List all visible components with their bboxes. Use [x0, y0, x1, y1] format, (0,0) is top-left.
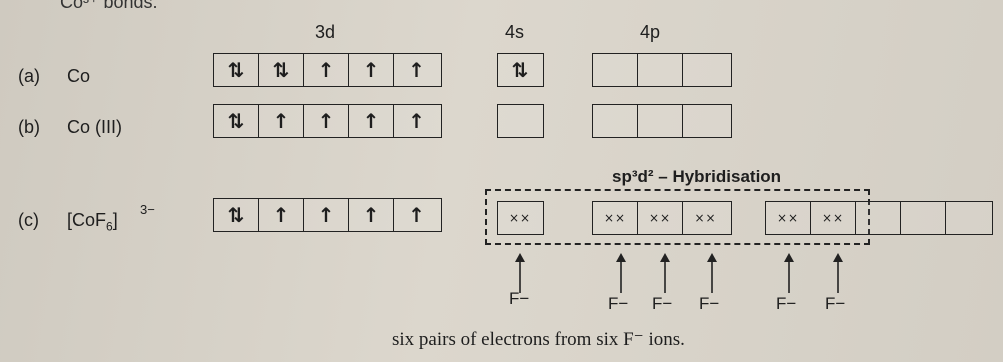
- orbital-box: ⇅: [214, 199, 259, 231]
- top-text-fragment: Co³⁺ bonds.: [60, 0, 158, 12]
- row-b-letter: (b): [18, 117, 40, 137]
- ligand-arrow-6: [833, 253, 843, 293]
- orbital-box: ⇅: [511, 58, 529, 82]
- row-a-letter: (a): [18, 66, 40, 86]
- ligand-label-2: F−: [608, 294, 629, 313]
- orbital-box: ⇅: [259, 54, 304, 86]
- hybrid-orbital-boundary: [485, 189, 870, 245]
- orbital-box: [638, 105, 683, 137]
- row-b-species: Co (III): [67, 117, 123, 137]
- orbital-box: ↑: [408, 109, 425, 133]
- orbital-box: ↑: [349, 199, 394, 231]
- row-a-3d-orbitals: ⇅ ⇅ ↑ ↑ ↑: [213, 53, 442, 87]
- orbital-box: [498, 105, 542, 137]
- ligand-label-5: F−: [776, 294, 797, 313]
- orbital-box: ↑: [304, 199, 349, 231]
- ligand-arrow-5: [784, 253, 794, 293]
- orbital-box: [946, 202, 991, 234]
- orbital-box: ××: [508, 211, 532, 225]
- header-4s: 4s: [505, 22, 525, 42]
- header-4p: 4p: [640, 22, 661, 42]
- row-a-4p-orbitals: [592, 53, 732, 87]
- row-c-3d-orbitals: ⇅ ↑ ↑ ↑ ↑: [213, 198, 442, 232]
- orbital-box: ↑: [259, 105, 304, 137]
- ligand-label-1: F−: [509, 289, 530, 308]
- header-3d: 3d: [315, 22, 336, 42]
- orbital-box: ××: [766, 202, 811, 234]
- ligand-arrow-4: [707, 253, 717, 293]
- orbital-box: [638, 54, 683, 86]
- orbital-box: ⇅: [214, 54, 259, 86]
- row-b-3d-orbitals: ⇅ ↑ ↑ ↑ ↑: [213, 104, 442, 138]
- complex-charge: 3−: [140, 202, 155, 217]
- orbital-box: [856, 202, 901, 234]
- orbital-box: ××: [593, 202, 638, 234]
- orbital-box: ××: [638, 202, 683, 234]
- row-c-species: [CoF6]: [67, 210, 118, 234]
- ligand-arrow-3: [660, 253, 670, 293]
- ligand-label-6: F−: [825, 294, 846, 313]
- ligand-arrow-2: [616, 253, 626, 293]
- row-c-letter: (c): [18, 210, 39, 230]
- orbital-box: ↑: [408, 58, 425, 82]
- orbital-box: [683, 54, 728, 86]
- orbital-box: ↑: [349, 105, 394, 137]
- ligand-label-3: F−: [652, 294, 673, 313]
- row-c-4s-orbital: ××: [497, 201, 544, 235]
- orbital-box: ××: [694, 211, 717, 225]
- row-c-4d-orbitals: ×× ××: [765, 201, 993, 235]
- row-b-4s-orbital: [497, 104, 544, 138]
- orbital-box: [683, 105, 728, 137]
- figure-caption: six pairs of electrons from six F⁻ ions.: [392, 329, 685, 350]
- ligand-label-4: F−: [699, 294, 720, 313]
- row-c-4p-orbitals: ×× ×× ××: [592, 201, 732, 235]
- orbital-box: [593, 54, 638, 86]
- row-b-4p-orbitals: [592, 104, 732, 138]
- orbital-box: [901, 202, 946, 234]
- orbital-box: ↑: [259, 199, 304, 231]
- orbital-box: ↑: [304, 54, 349, 86]
- orbital-box: ××: [811, 202, 856, 234]
- ligand-arrow-1: [515, 253, 525, 293]
- orbital-box: ↑: [408, 203, 425, 227]
- orbital-box: ⇅: [214, 105, 259, 137]
- orbital-box: [593, 105, 638, 137]
- orbital-box: ↑: [304, 105, 349, 137]
- row-a-species: Co: [67, 66, 91, 86]
- orbital-box: ↑: [349, 54, 394, 86]
- hybridisation-label: sp³d² – Hybridisation: [612, 167, 782, 186]
- complex-subscript: 6: [106, 219, 113, 234]
- row-a-4s-orbital: ⇅: [497, 53, 544, 87]
